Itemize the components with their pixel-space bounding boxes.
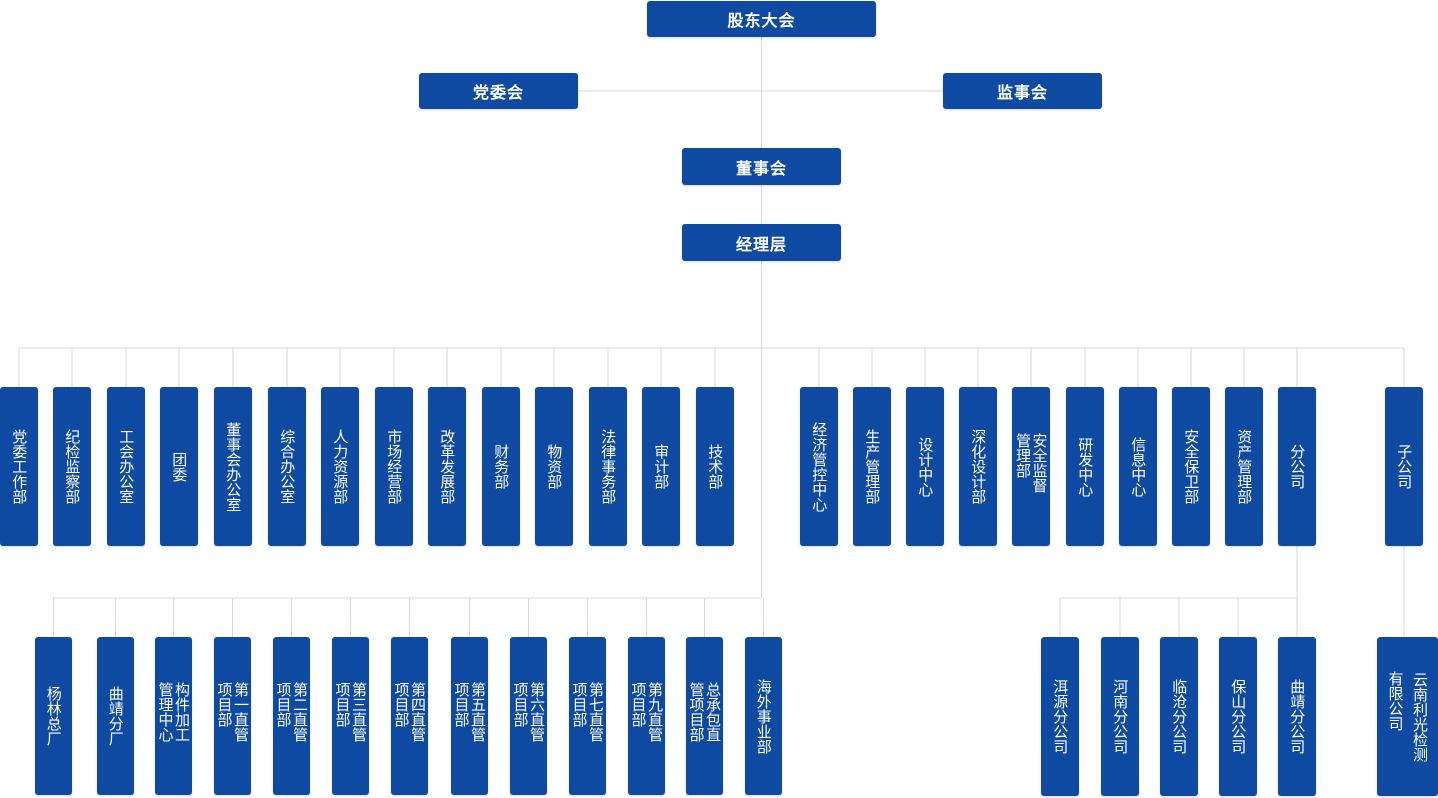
project-6: 第四直管项目部 — [391, 637, 428, 795]
project-8-label: 第六直管项目部 — [511, 682, 547, 742]
project-5-label: 第三直管项目部 — [333, 682, 369, 742]
branch-3: 保山分公司 — [1219, 637, 1257, 796]
dept-left-8: 改革发展部 — [428, 387, 466, 546]
branch-2-label: 临沧分公司 — [1170, 679, 1189, 754]
node-subsidiary: 子公司 — [1385, 387, 1423, 546]
project-2: 构件加工管理中心 — [155, 637, 192, 795]
dept-right-3: 深化设计部 — [959, 387, 997, 546]
dept-left-3-label: 团委 — [170, 451, 189, 482]
project-2-label: 构件加工管理中心 — [156, 682, 192, 742]
dept-left-0-label: 党委工作部 — [10, 429, 29, 504]
dept-right-0-label: 经济管控中心 — [810, 421, 829, 512]
branch-1: 河南分公司 — [1101, 637, 1139, 796]
project-12-label: 海外事业部 — [754, 678, 773, 754]
project-7-label: 第五直管项目部 — [452, 682, 488, 742]
branch-3-label: 保山分公司 — [1229, 679, 1248, 754]
branch-0: 洱源分公司 — [1041, 637, 1079, 796]
dept-left-0: 党委工作部 — [0, 387, 38, 546]
dept-left-9: 财务部 — [482, 387, 520, 546]
dept-left-2-label: 工会办公室 — [117, 429, 136, 504]
node-party-committee: 党委会 — [419, 73, 578, 109]
dept-left-12-label: 审计部 — [652, 444, 671, 489]
dept-left-13: 技术部 — [696, 387, 734, 546]
project-9: 第七直管项目部 — [569, 637, 606, 795]
dept-right-8-label: 资产管理部 — [1235, 429, 1254, 504]
project-4-label: 第二直管项目部 — [274, 682, 310, 742]
subsidiary-company-line-1: 云南利光检测 — [1411, 671, 1429, 762]
dept-left-7: 市场经营部 — [375, 387, 413, 546]
dept-left-1-label: 纪检监察部 — [63, 429, 82, 504]
dept-right-3-label: 深化设计部 — [969, 429, 988, 504]
dept-left-1: 纪检监察部 — [53, 387, 91, 546]
project-12: 海外事业部 — [745, 637, 782, 795]
project-5: 第三直管项目部 — [332, 637, 369, 795]
branch-1-label: 河南分公司 — [1111, 679, 1130, 754]
node-shareholders: 股东大会 — [647, 1, 876, 37]
dept-left-6: 人力资源部 — [321, 387, 359, 546]
dept-left-10-label: 物资部 — [545, 444, 564, 489]
project-6-label: 第四直管项目部 — [392, 682, 428, 742]
project-3-label: 第一直管项目部 — [215, 682, 251, 742]
project-11-label: 总承包直管项目部 — [687, 682, 723, 742]
dept-left-4-label: 董事会办公室 — [224, 421, 243, 512]
dept-right-9-label: 分公司 — [1288, 444, 1307, 489]
branch-4: 曲靖分公司 — [1278, 637, 1316, 796]
dept-left-5-label: 综合办公室 — [278, 429, 297, 504]
project-0-label: 杨林总厂 — [44, 686, 63, 746]
dept-right-5: 研发中心 — [1066, 387, 1104, 546]
project-11: 总承包直管项目部 — [686, 637, 723, 795]
dept-right-7-label: 安全保卫部 — [1182, 429, 1201, 504]
dept-right-5-label: 研发中心 — [1076, 436, 1095, 497]
project-4: 第二直管项目部 — [273, 637, 310, 795]
dept-right-4: 安全监督管理部 — [1012, 387, 1050, 546]
dept-left-9-label: 财务部 — [492, 444, 511, 489]
project-3: 第一直管项目部 — [214, 637, 251, 795]
dept-right-9: 分公司 — [1278, 387, 1316, 546]
dept-right-6-label: 信息中心 — [1129, 436, 1148, 497]
dept-right-7: 安全保卫部 — [1172, 387, 1210, 546]
project-10: 第九直管项目部 — [628, 637, 665, 795]
dept-left-4: 董事会办公室 — [214, 387, 252, 546]
dept-right-1-label: 生产管理部 — [863, 429, 882, 504]
branch-2: 临沧分公司 — [1160, 637, 1198, 796]
dept-left-11-label: 法律事务部 — [599, 429, 618, 504]
branch-0-label: 洱源分公司 — [1051, 679, 1070, 754]
dept-left-7-label: 市场经营部 — [385, 429, 404, 504]
dept-right-2-label: 设计中心 — [916, 436, 935, 497]
dept-right-8: 资产管理部 — [1225, 387, 1263, 546]
project-1-label: 曲靖分厂 — [106, 686, 125, 746]
dept-left-2: 工会办公室 — [107, 387, 145, 546]
dept-left-10: 物资部 — [535, 387, 573, 546]
project-0: 杨林总厂 — [35, 637, 72, 795]
dept-left-3: 团委 — [160, 387, 198, 546]
project-1: 曲靖分厂 — [97, 637, 134, 795]
node-management: 经理层 — [682, 224, 841, 261]
dept-right-2: 设计中心 — [906, 387, 944, 546]
project-8: 第六直管项目部 — [510, 637, 547, 795]
project-9-label: 第七直管项目部 — [570, 682, 606, 742]
node-supervisors: 监事会 — [943, 73, 1102, 109]
subsidiary-company-line-2: 有限公司 — [1386, 671, 1405, 731]
branch-4-label: 曲靖分公司 — [1288, 679, 1307, 754]
node-board: 董事会 — [682, 148, 841, 185]
node-subsidiary-label: 子公司 — [1395, 444, 1414, 489]
dept-left-8-label: 改革发展部 — [438, 429, 457, 504]
dept-right-6: 信息中心 — [1119, 387, 1157, 546]
dept-left-5: 综合办公室 — [268, 387, 306, 546]
dept-left-12: 审计部 — [642, 387, 680, 546]
dept-right-4-label: 安全监督管理部 — [1014, 432, 1049, 493]
node-subsidiary-company: 云南利光检测 有限公司 — [1377, 637, 1438, 796]
project-7: 第五直管项目部 — [451, 637, 488, 795]
dept-left-13-label: 技术部 — [706, 444, 725, 489]
dept-left-6-label: 人力资源部 — [331, 429, 350, 504]
dept-left-11: 法律事务部 — [589, 387, 627, 546]
dept-right-0: 经济管控中心 — [800, 387, 838, 546]
project-10-label: 第九直管项目部 — [629, 682, 665, 742]
dept-right-1: 生产管理部 — [853, 387, 891, 546]
